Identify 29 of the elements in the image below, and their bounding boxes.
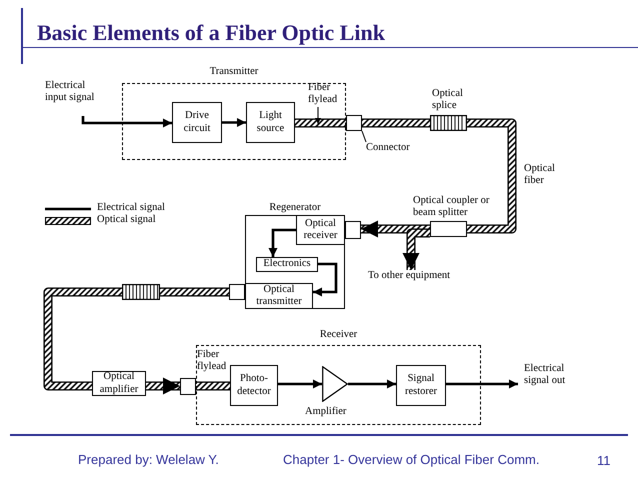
component-label: Optical coupler or beam splitter xyxy=(413,195,490,220)
component-label: Fiber flylead xyxy=(197,349,228,374)
slide-title: Basic Elements of a Fiber Optic Link xyxy=(37,20,385,46)
annotation-text: Connector xyxy=(366,142,421,154)
footer-text: Chapter 1- Overview of Optical Fiber Comm. xyxy=(283,452,540,467)
annotation-text: Electrical input signal xyxy=(45,80,100,116)
group-title: Regenerator xyxy=(268,202,322,214)
connector-block xyxy=(229,284,245,300)
page-number: 11 xyxy=(597,453,610,468)
process-box: Electronics xyxy=(256,257,318,272)
component-label: Amplifier xyxy=(305,406,346,418)
group-title: Transmitter xyxy=(208,66,260,78)
connector-block xyxy=(346,115,362,131)
process-box: Optical receiver xyxy=(296,215,345,245)
legend-label: Electrical signal xyxy=(97,202,165,214)
process-box: Photo- detector xyxy=(230,365,278,406)
component-label: Optical splice xyxy=(432,88,464,112)
annotation-text: To other equipment xyxy=(368,270,468,284)
process-box: Optical amplifier xyxy=(92,371,146,396)
connector-block xyxy=(345,221,361,239)
annotation-text: Electrical signal out xyxy=(518,363,578,399)
process-box: Light source xyxy=(246,102,295,143)
process-box: Optical transmitter xyxy=(245,283,313,309)
legend-label: Optical signal xyxy=(97,214,156,226)
process-box: Drive circuit xyxy=(172,102,222,143)
process-box: Signal restorer xyxy=(396,365,446,406)
footer-text: Prepared by: Welelaw Y. xyxy=(78,452,219,467)
connector-block xyxy=(180,378,196,395)
group-title: Receiver xyxy=(318,329,358,342)
